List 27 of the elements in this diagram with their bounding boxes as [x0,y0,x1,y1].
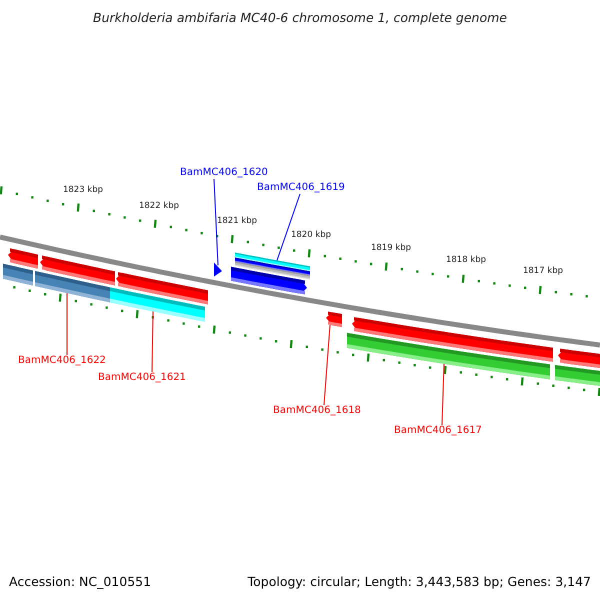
gene-block [326,312,342,328]
gene-label: BamMC406_1618 [273,405,361,417]
gene-label: BamMC406_1622 [18,355,106,367]
leader-line [152,310,154,372]
chart-title: Burkholderia ambifaria MC40-6 chromosome 1, complete genome [92,10,508,25]
gene-label: BamMC406_1617 [394,425,482,437]
leader-line [66,292,68,356]
gene-block [35,270,110,302]
gene-block [347,332,550,380]
position-label: 1820 kbp [290,230,332,240]
leader-line [442,363,444,426]
accession-text: Accession: NC_010551 [9,574,152,589]
position-label: 1822 kbp [138,200,180,211]
gene-block [231,252,310,295]
position-label: 1821 kbp [216,216,258,226]
position-label: 1823 kbp [62,184,104,195]
position-label: 1819 kbp [370,243,412,254]
leader-line [324,324,330,406]
gene-label: BamMC406_1620 [180,167,268,179]
gene-block [110,287,205,322]
genome-info-text: Topology: circular; Length: 3,443,583 bp; Genes: 3,147 [248,574,591,589]
leader-line [214,178,218,266]
position-label: 1817 kbp [522,266,564,277]
gene-label: BamMC406_1619 [257,182,345,194]
position-label: 1818 kbp [446,255,486,266]
gene-block [214,262,222,277]
gene-label: BamMC406_1621 [98,372,186,384]
